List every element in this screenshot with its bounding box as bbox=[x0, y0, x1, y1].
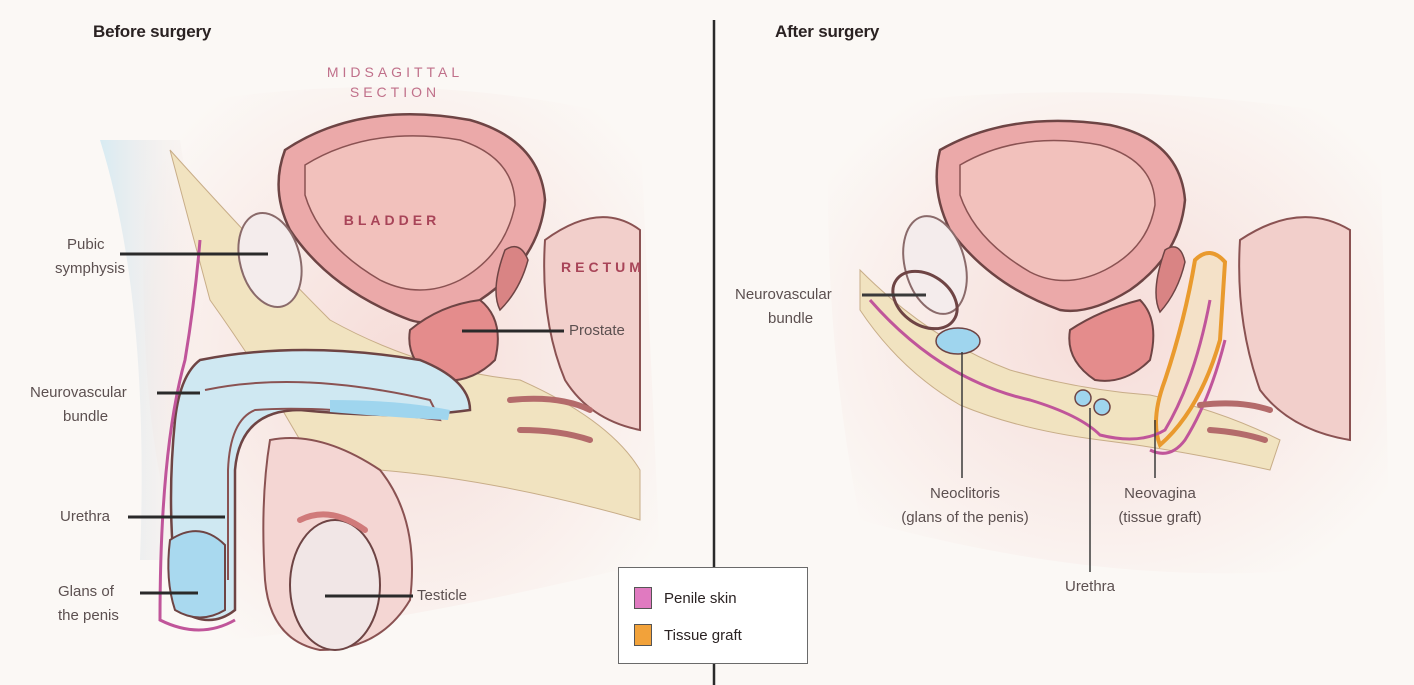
neovagina-line-1: Neovagina bbox=[1100, 482, 1220, 506]
neovagina-line-2: (tissue graft) bbox=[1100, 506, 1220, 530]
penile-skin-swatch bbox=[634, 587, 652, 609]
urethra-opening-1 bbox=[1075, 390, 1091, 406]
tissue-graft-swatch bbox=[634, 624, 652, 646]
pubic-symphysis-line-2: symphysis bbox=[55, 257, 125, 281]
neoclitoris-line-1: Neoclitoris bbox=[870, 482, 1060, 506]
pubic-symphysis-label: Pubic symphysis bbox=[55, 233, 125, 281]
rectum-label: RECTUM bbox=[553, 257, 653, 277]
nvb-before-line-2: bundle bbox=[30, 405, 127, 429]
urethra-label-before: Urethra bbox=[60, 505, 110, 529]
glans bbox=[168, 531, 225, 617]
glans-line-1: Glans of bbox=[58, 580, 119, 604]
legend-item-penile-skin: Penile skin bbox=[634, 586, 737, 610]
neurovascular-bundle-label-after: Neurovascular bundle bbox=[735, 283, 832, 331]
after-surgery-title: After surgery bbox=[775, 22, 879, 42]
section-line-2: SECTION bbox=[305, 82, 485, 102]
glans-line-2: the penis bbox=[58, 604, 119, 628]
before-surgery-title: Before surgery bbox=[93, 22, 211, 42]
neoclitoris-label: Neoclitoris (glans of the penis) bbox=[870, 482, 1060, 530]
legend-label-penile-skin: Penile skin bbox=[664, 590, 737, 607]
neovagina-label: Neovagina (tissue graft) bbox=[1100, 482, 1220, 530]
urethra-label-after: Urethra bbox=[1050, 575, 1130, 599]
legend: Penile skin Tissue graft bbox=[618, 567, 808, 664]
prostate-label: Prostate bbox=[569, 319, 625, 343]
section-line-1: MIDSAGITTAL bbox=[305, 62, 485, 82]
legend-item-tissue-graft: Tissue graft bbox=[634, 623, 742, 647]
neoclitoris-line-2: (glans of the penis) bbox=[870, 506, 1060, 530]
legend-label-tissue-graft: Tissue graft bbox=[664, 627, 742, 644]
nvb-after-line-2: bundle bbox=[735, 307, 832, 331]
neoclitoris bbox=[936, 328, 980, 354]
bladder-label: BLADDER bbox=[342, 210, 442, 230]
pubic-symphysis-line-1: Pubic bbox=[55, 233, 125, 257]
testicle bbox=[290, 520, 380, 650]
urethra-opening-2 bbox=[1094, 399, 1110, 415]
testicle-label: Testicle bbox=[417, 584, 467, 608]
glans-label: Glans of the penis bbox=[58, 580, 119, 628]
before-illustration bbox=[100, 87, 660, 650]
nvb-before-line-1: Neurovascular bbox=[30, 381, 127, 405]
nvb-after-line-1: Neurovascular bbox=[735, 283, 832, 307]
neurovascular-bundle-label-before: Neurovascular bundle bbox=[30, 381, 127, 429]
midsagittal-section-label: MIDSAGITTAL SECTION bbox=[305, 62, 485, 102]
